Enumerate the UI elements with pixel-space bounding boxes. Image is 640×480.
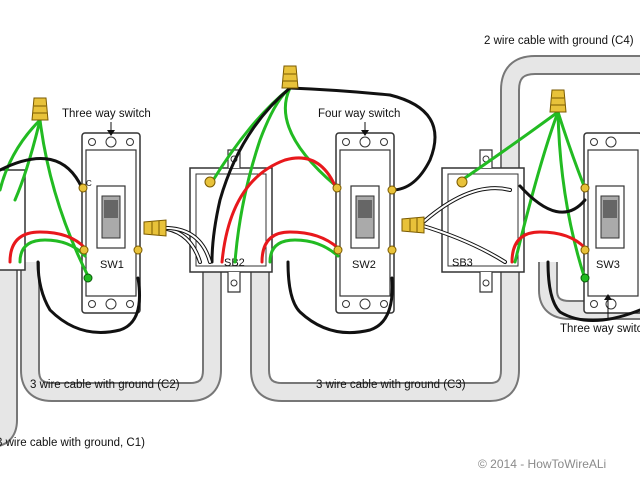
wire-red-left	[8, 230, 87, 264]
wire-green-sb2-3	[233, 86, 292, 264]
switch-sw3: SW3	[583, 132, 640, 314]
screw-icon	[580, 245, 590, 255]
screw-icon	[333, 245, 343, 255]
wire-green-sb3-1	[460, 110, 560, 182]
screw-icon	[83, 273, 93, 283]
label-c1: 3 wire cable with ground, C1)	[0, 437, 145, 449]
copyright-text: © 2014 - HowToWireALi	[478, 457, 606, 471]
switch-sw1-terminal-label: C	[86, 179, 92, 188]
switch-sw2: SW2	[335, 132, 395, 314]
wire-red-sb3	[510, 230, 587, 264]
wire-nuts	[31, 65, 567, 237]
wire-black-left	[0, 156, 84, 190]
switch-sw2-label: SW2	[352, 259, 376, 271]
wire-nut-sb3-top	[549, 89, 567, 113]
wires	[0, 86, 640, 335]
switches: SW1 C SW2	[81, 132, 640, 314]
screw-icon	[580, 183, 590, 193]
wire-black-sb2	[210, 86, 292, 264]
wire-green-sb2-2	[283, 86, 338, 188]
wire-nut-sb2-top	[281, 65, 299, 89]
box-sb3-label: SB3	[452, 257, 473, 269]
labels: Three way switch Four way switch Three w…	[0, 35, 640, 471]
wire-green-left-2	[13, 118, 42, 202]
wire-green-left-1	[0, 118, 42, 192]
screw-icon	[78, 183, 88, 193]
screw-icon	[456, 176, 468, 188]
label-three-way-right: Three way switch	[560, 323, 640, 335]
switch-sw1: SW1 C	[81, 132, 141, 314]
wire-nut-sb2-side	[143, 219, 167, 237]
wire-nut-left	[31, 97, 49, 121]
wire-black-sb2-lower	[286, 260, 394, 335]
wire-green-left-4	[18, 238, 87, 264]
label-four-way: Four way switch	[318, 108, 400, 120]
wire-black-left-lower	[36, 260, 142, 334]
box-sb3	[441, 167, 525, 273]
switch-sw1-label: SW1	[100, 259, 124, 271]
wire-red-sb2-top	[220, 156, 338, 264]
label-c4: 2 wire cable with ground (C4)	[484, 35, 634, 47]
label-three-way-left: Three way switch	[62, 108, 151, 120]
screw-icon	[133, 245, 143, 255]
wire-black-sb2-top	[288, 86, 437, 192]
wire-green-left-3	[38, 118, 90, 278]
wire-green-sb2-bottom	[268, 238, 340, 264]
wire-black-sb3	[518, 184, 587, 214]
wire-nut-sb3-side	[401, 216, 425, 234]
wire-green-sb3-4	[556, 110, 586, 278]
label-c3: 3 wire cable with ground (C3)	[316, 379, 466, 391]
switch-sw3-label: SW3	[596, 259, 620, 271]
terminal-screws	[78, 176, 590, 283]
screw-icon	[204, 176, 216, 188]
screw-icon	[580, 273, 590, 283]
label-c2: 3 wire cable with ground (C2)	[30, 379, 180, 391]
screw-icon	[332, 183, 342, 193]
screw-icon	[387, 245, 397, 255]
screw-icon	[387, 185, 397, 195]
cable-sheaths	[0, 55, 640, 447]
screw-icon	[79, 245, 89, 255]
wire-green-sb3-3	[556, 110, 586, 188]
wire-red-sb2-bottom	[260, 230, 340, 264]
wire-black-sb3-lower	[546, 260, 640, 322]
